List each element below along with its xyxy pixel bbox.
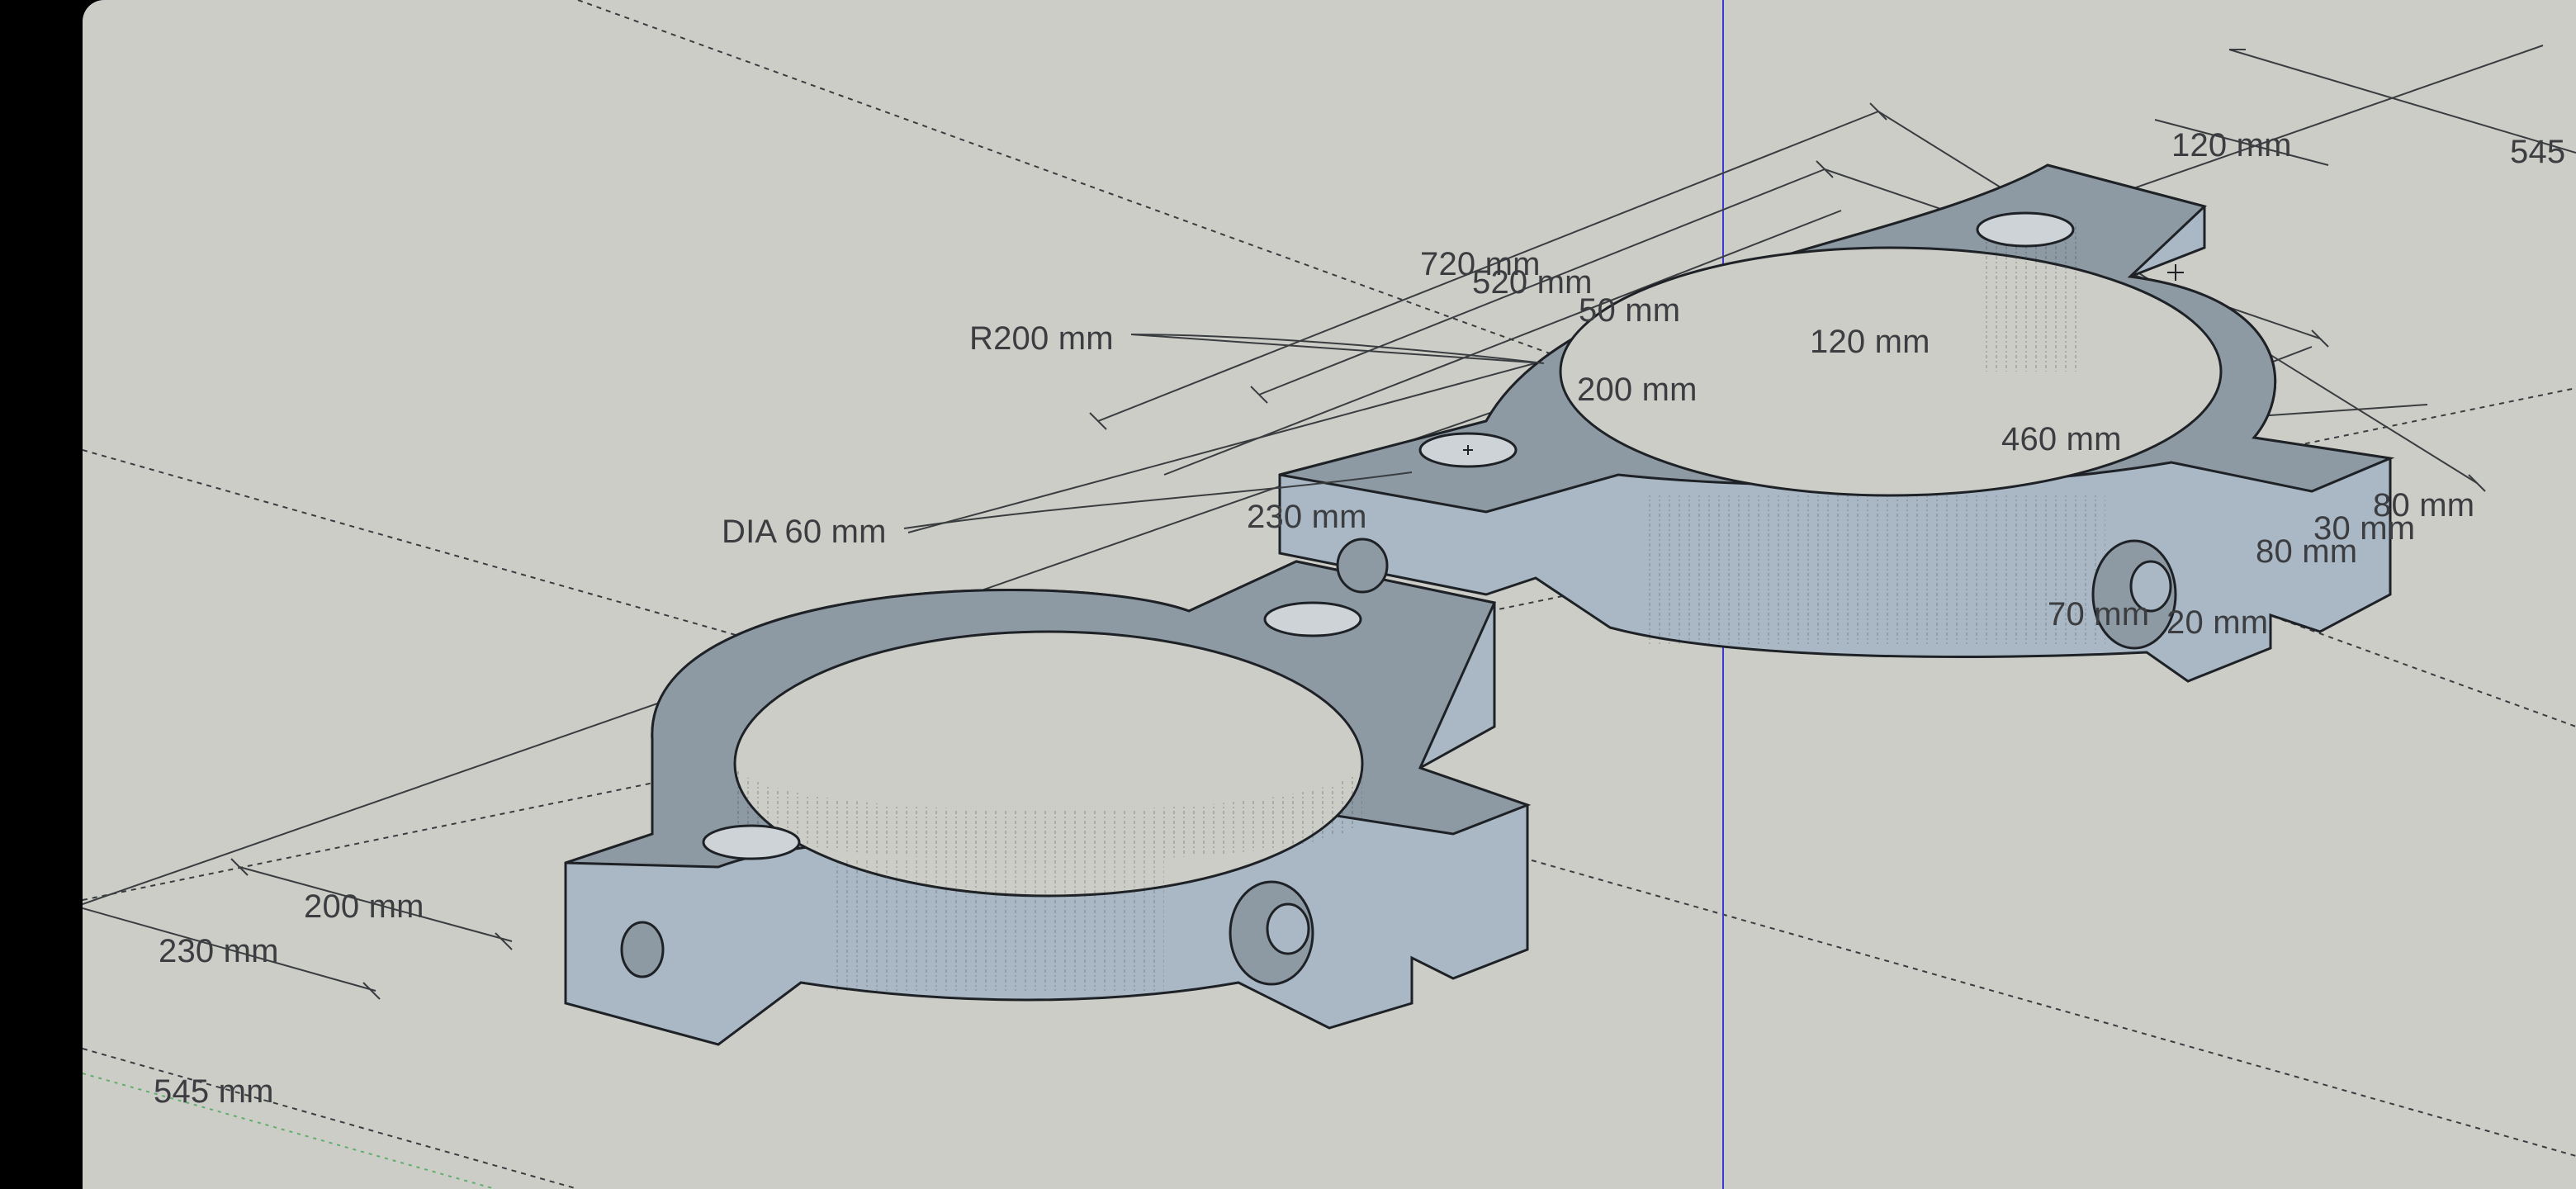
dim-20[interactable]: 20 mm: [2166, 604, 2269, 641]
dim-720[interactable]: 720 mm: [1420, 246, 1541, 282]
dim-dia-60[interactable]: DIA 60 mm: [722, 514, 887, 550]
green-axis: [83, 1073, 496, 1189]
right-side-hole-1: [1336, 538, 1389, 594]
dim-120-top[interactable]: 120 mm: [2171, 127, 2292, 163]
dim-545-top[interactable]: 545: [2510, 134, 2566, 170]
dim-30[interactable]: 30 mm: [2313, 510, 2416, 547]
left-side-hole-1: [620, 921, 665, 978]
right-top-hole-2: [1976, 211, 2075, 248]
dim-120-mid[interactable]: 120 mm: [1810, 324, 1930, 360]
crosshair-1: [1463, 445, 1473, 455]
dim-70[interactable]: 70 mm: [2048, 596, 2150, 632]
crosshair-2: [2167, 264, 2184, 281]
3d-viewport[interactable]: 720 mm 520 mm 50 mm 120 mm 120 mm 545 R2…: [83, 0, 2576, 1189]
dim-80-a[interactable]: 80 mm: [2373, 487, 2475, 523]
right-bracket[interactable]: [1278, 163, 2395, 683]
model-scene[interactable]: [83, 0, 2576, 1189]
dim-200-left[interactable]: 200 mm: [304, 888, 424, 925]
left-top-hole-1: [702, 824, 801, 860]
dimension-ticks: [230, 49, 2486, 1000]
left-bracket[interactable]: [564, 560, 1532, 1046]
dim-520[interactable]: 520 mm: [1472, 264, 1593, 301]
dim-r200[interactable]: R200 mm: [969, 320, 1114, 357]
dim-200-mid[interactable]: 200 mm: [1577, 372, 1698, 408]
dim-50[interactable]: 50 mm: [1579, 292, 1681, 329]
leader-lines: [903, 334, 1545, 529]
dim-460[interactable]: 460 mm: [2001, 421, 2122, 457]
dim-80-b[interactable]: 80 mm: [2256, 533, 2358, 570]
dim-230-mid[interactable]: 230 mm: [1247, 499, 1367, 535]
dim-545-bottom[interactable]: 545 mm: [154, 1073, 274, 1110]
dim-230-left[interactable]: 230 mm: [159, 933, 279, 969]
left-top-hole-2: [1263, 601, 1362, 637]
